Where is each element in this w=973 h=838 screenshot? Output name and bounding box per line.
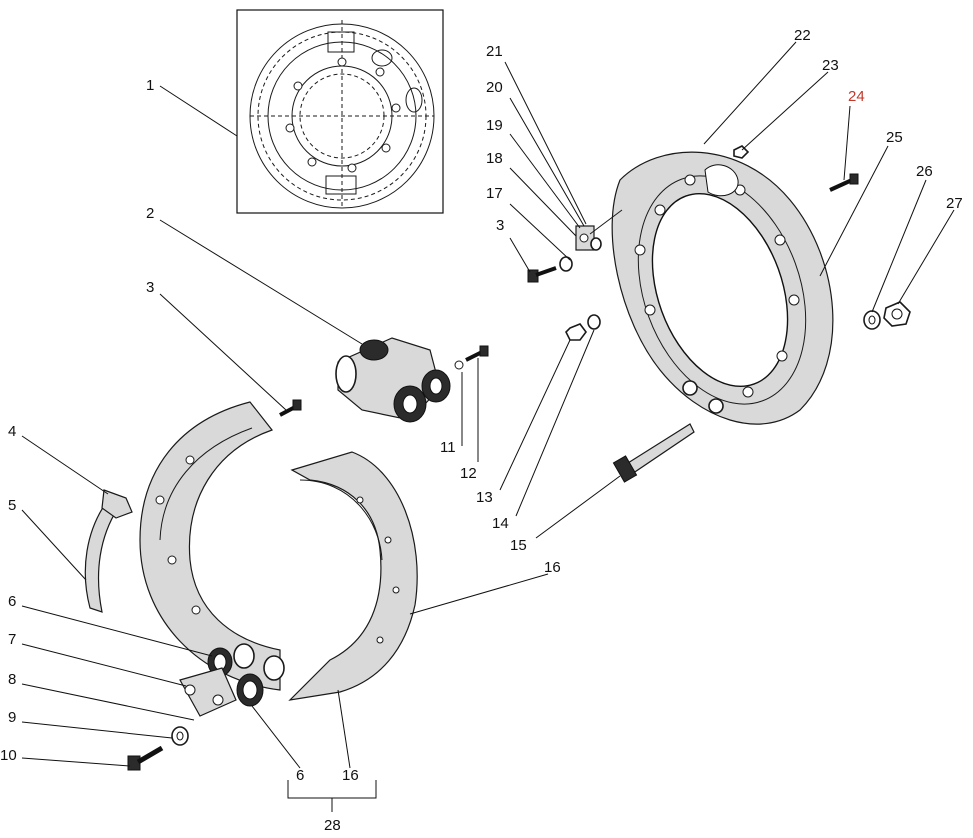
bolt-10 [127, 745, 164, 771]
part-label-5: 5 [8, 497, 16, 514]
leader-lines [21, 41, 955, 812]
part-label-21: 21 [486, 43, 503, 60]
screw-24 [829, 173, 859, 192]
brake-shoe-left [139, 401, 281, 691]
part-label-1: 1 [146, 77, 154, 94]
part-label-2: 2 [146, 205, 154, 222]
anchor-plate-right [611, 151, 834, 425]
nut-13 [565, 323, 587, 341]
nut-27 [883, 301, 911, 327]
bolt-3-left [279, 399, 302, 417]
part-label-8: 8 [8, 671, 16, 688]
part-label-6-bottom: 6 [296, 767, 304, 784]
spring-parts-4-5 [84, 489, 133, 613]
part-label-25: 25 [886, 129, 903, 146]
part-label-3-left: 3 [146, 279, 154, 296]
washer-9 [171, 726, 189, 746]
part-label-26: 26 [916, 163, 933, 180]
part-label-17: 17 [486, 185, 503, 202]
part-label-15: 15 [510, 537, 527, 554]
part-label-3-upper: 3 [496, 217, 504, 234]
seal-rings-6 [207, 643, 285, 707]
lock-assembly-18-21 [575, 209, 623, 251]
part-label-14: 14 [492, 515, 509, 532]
part-label-6-left: 6 [8, 593, 16, 610]
part-label-19: 19 [486, 117, 503, 134]
part-label-28: 28 [324, 817, 341, 834]
part-label-10: 10 [0, 747, 17, 764]
brake-shoe-lining-right [288, 451, 418, 701]
part-label-4: 4 [8, 423, 16, 440]
part-label-16-upper: 16 [544, 559, 561, 576]
bolt-3-upper [527, 256, 573, 283]
washer-14 [587, 314, 601, 330]
part-label-12: 12 [460, 465, 477, 482]
part-label-9: 9 [8, 709, 16, 726]
part-label-11: 11 [440, 439, 456, 456]
washer-26 [863, 310, 881, 330]
part-label-20: 20 [486, 79, 503, 96]
pin-15 [612, 423, 695, 483]
part-label-23: 23 [822, 57, 839, 74]
part-label-18: 18 [486, 150, 503, 167]
part-label-16-bottom: 16 [342, 767, 359, 784]
wheel-cylinder [335, 337, 451, 423]
plate-7 [179, 667, 237, 717]
part-label-22: 22 [794, 27, 811, 44]
part-label-7: 7 [8, 631, 16, 648]
bolt-12-and-washer-11 [454, 345, 489, 370]
part-label-24: 24 [848, 88, 865, 105]
part-label-27: 27 [946, 195, 963, 212]
part-number-labels: 1 2 3 4 5 6 7 8 9 10 11 12 13 14 15 16 6… [0, 27, 963, 834]
bolt-23 [733, 145, 750, 159]
inset-anchor-plate-view [236, 9, 444, 214]
part-label-13: 13 [476, 489, 493, 506]
